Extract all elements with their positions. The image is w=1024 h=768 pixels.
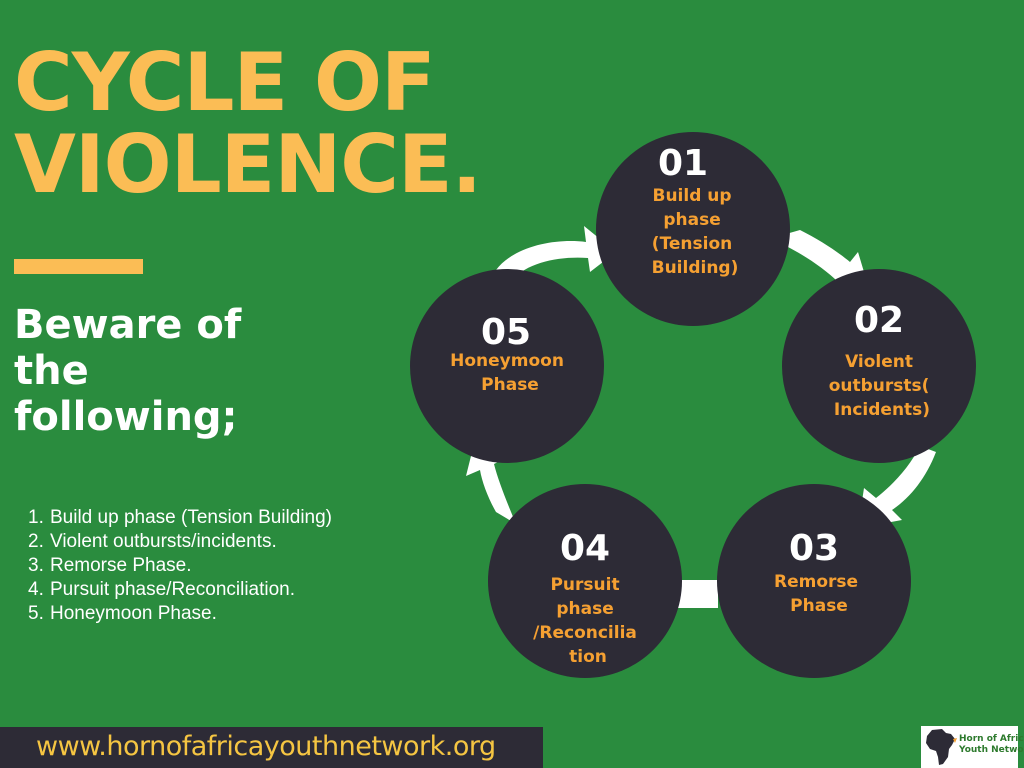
phase-circle-03 bbox=[717, 484, 911, 678]
phase-circle-01 bbox=[596, 132, 790, 326]
footer-bar: www.hornofafricayouthnetwork.org bbox=[0, 727, 543, 768]
logo-text: Horn of Africa Youth Network bbox=[959, 734, 1024, 756]
list-item-text: Violent outbursts/incidents. bbox=[50, 531, 277, 552]
phase-circle-05 bbox=[410, 269, 604, 463]
list-item-text: Pursuit phase/Reconciliation. bbox=[50, 579, 296, 600]
subtitle-line-2: the bbox=[14, 348, 89, 394]
phase-label-line: Pursuit bbox=[550, 575, 619, 595]
phase-label-05: Honeymoon Phase bbox=[450, 351, 570, 395]
phase-label-01: Build up phase (Tension Building) bbox=[652, 186, 739, 278]
logo-line-2: Youth Network bbox=[959, 745, 1024, 755]
org-logo: Horn of Africa Youth Network bbox=[921, 726, 1024, 768]
phase-label-line: Phase bbox=[481, 375, 539, 395]
phase-label-line: Building) bbox=[652, 258, 739, 278]
phase-list: 1. Build up phase (Tension Building) 2. V… bbox=[28, 506, 358, 626]
phase-number-01: 01 bbox=[658, 143, 708, 184]
title-line-2: VIOLENCE. bbox=[14, 118, 482, 211]
phase-label-line: /Reconcilia bbox=[533, 623, 637, 643]
list-item-number: 2. bbox=[28, 531, 44, 552]
list-item-text: Build up phase (Tension Building) bbox=[50, 507, 333, 528]
africa-map-icon bbox=[926, 729, 957, 765]
phase-label-line: tion bbox=[569, 647, 607, 667]
list-item: 3. Remorse Phase. bbox=[28, 554, 358, 578]
arrow-02-to-03-icon bbox=[858, 446, 936, 528]
phase-number-04: 04 bbox=[560, 528, 610, 569]
phase-label-line: (Tension bbox=[652, 234, 732, 254]
phase-label-line: Violent bbox=[845, 352, 913, 372]
title-line-1: CYCLE OF bbox=[14, 36, 436, 129]
phase-number-05: 05 bbox=[481, 312, 531, 353]
list-item-number: 3. bbox=[28, 555, 44, 576]
phase-label-04: Pursuit phase /Reconcilia tion bbox=[533, 575, 643, 667]
phase-label-line: Build up bbox=[653, 186, 732, 206]
list-item-number: 5. bbox=[28, 603, 44, 624]
arrow-05-to-01-icon bbox=[496, 226, 616, 280]
logo-line-1: Horn of Africa bbox=[959, 734, 1024, 744]
page-title: CYCLE OF VIOLENCE. bbox=[14, 36, 482, 211]
phase-label-line: outbursts( bbox=[829, 376, 930, 396]
phase-circle-04 bbox=[488, 484, 682, 678]
phase-number-02: 02 bbox=[854, 300, 904, 341]
phase-label-line: Remorse bbox=[774, 572, 858, 592]
list-item: 4. Pursuit phase/Reconciliation. bbox=[28, 578, 358, 602]
list-item-number: 1. bbox=[28, 507, 44, 528]
website-link[interactable]: www.hornofafricayouthnetwork.org bbox=[36, 731, 496, 762]
subtitle-line-3: following; bbox=[14, 394, 238, 440]
list-item-number: 4. bbox=[28, 579, 44, 600]
list-item: 2. Violent outbursts/incidents. bbox=[28, 530, 358, 554]
list-item-text: Remorse Phase. bbox=[50, 555, 192, 576]
phase-label-03: Remorse Phase bbox=[774, 572, 864, 616]
title-underline bbox=[14, 259, 143, 274]
subtitle: Beware of the following; bbox=[14, 302, 241, 440]
list-item-text: Honeymoon Phase. bbox=[50, 603, 217, 624]
phase-label-line: phase bbox=[663, 210, 720, 230]
phase-label-line: Incidents) bbox=[834, 400, 930, 420]
phase-label-line: phase bbox=[556, 599, 613, 619]
phase-circle-02 bbox=[782, 269, 976, 463]
phase-label-02: Violent outbursts( Incidents) bbox=[829, 352, 936, 420]
phase-label-line: Phase bbox=[790, 596, 848, 616]
phase-label-line: Honeymoon bbox=[450, 351, 564, 371]
subtitle-line-1: Beware of bbox=[14, 302, 242, 348]
phase-number-03: 03 bbox=[789, 528, 839, 569]
list-item: 1. Build up phase (Tension Building) bbox=[28, 506, 358, 530]
list-item: 5. Honeymoon Phase. bbox=[28, 602, 358, 626]
